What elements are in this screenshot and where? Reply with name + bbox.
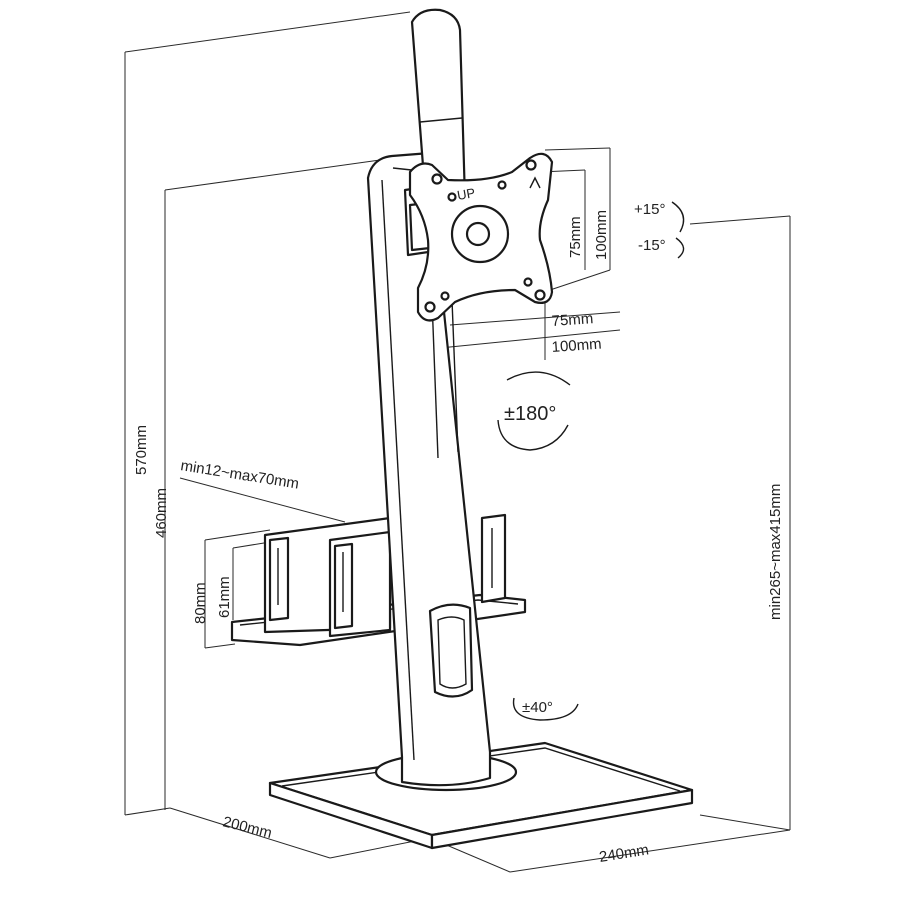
rotation-indicators [497, 201, 685, 721]
upper-arm [410, 8, 467, 207]
swivel-label: ±40° [522, 699, 553, 716]
base-width-label: 240mm [598, 841, 650, 866]
tilt-down-arrow-icon [675, 237, 685, 259]
vesa-100-vertical-label: 100mm [593, 210, 610, 260]
monitor-height-range-label: min265~max415mm [767, 484, 784, 620]
tray-inner-height-label: 61mm [216, 576, 233, 618]
rotation-labels: +15° -15° ±180° ±40° [504, 201, 666, 716]
cpu-holder-tray [230, 513, 527, 647]
base-depth-label: 200mm [221, 813, 274, 842]
tilt-up-label: +15° [634, 201, 665, 218]
total-height-label: 570mm [133, 425, 150, 475]
rotate-label: ±180° [504, 403, 556, 425]
rotate-bottom-arrow-icon [497, 419, 569, 451]
vesa-100-horizontal-label: 100mm [551, 336, 602, 356]
rotate-top-arrow-icon [506, 371, 571, 386]
pole-height-label: 460mm [153, 488, 170, 538]
swivel-arrow-icon [512, 697, 579, 721]
main-pole [366, 151, 492, 787]
plate-up-label: UP [456, 185, 476, 203]
clamp-range-label: min12~max70mm [179, 457, 300, 493]
tilt-down-label: -15° [638, 237, 666, 254]
tray-height-label: 80mm [192, 582, 209, 624]
vesa-75-horizontal-label: 75mm [551, 310, 594, 330]
vesa-75-vertical-label: 75mm [567, 216, 584, 258]
tilt-up-arrow-icon [671, 201, 685, 233]
vesa-plate: UP [408, 152, 554, 322]
